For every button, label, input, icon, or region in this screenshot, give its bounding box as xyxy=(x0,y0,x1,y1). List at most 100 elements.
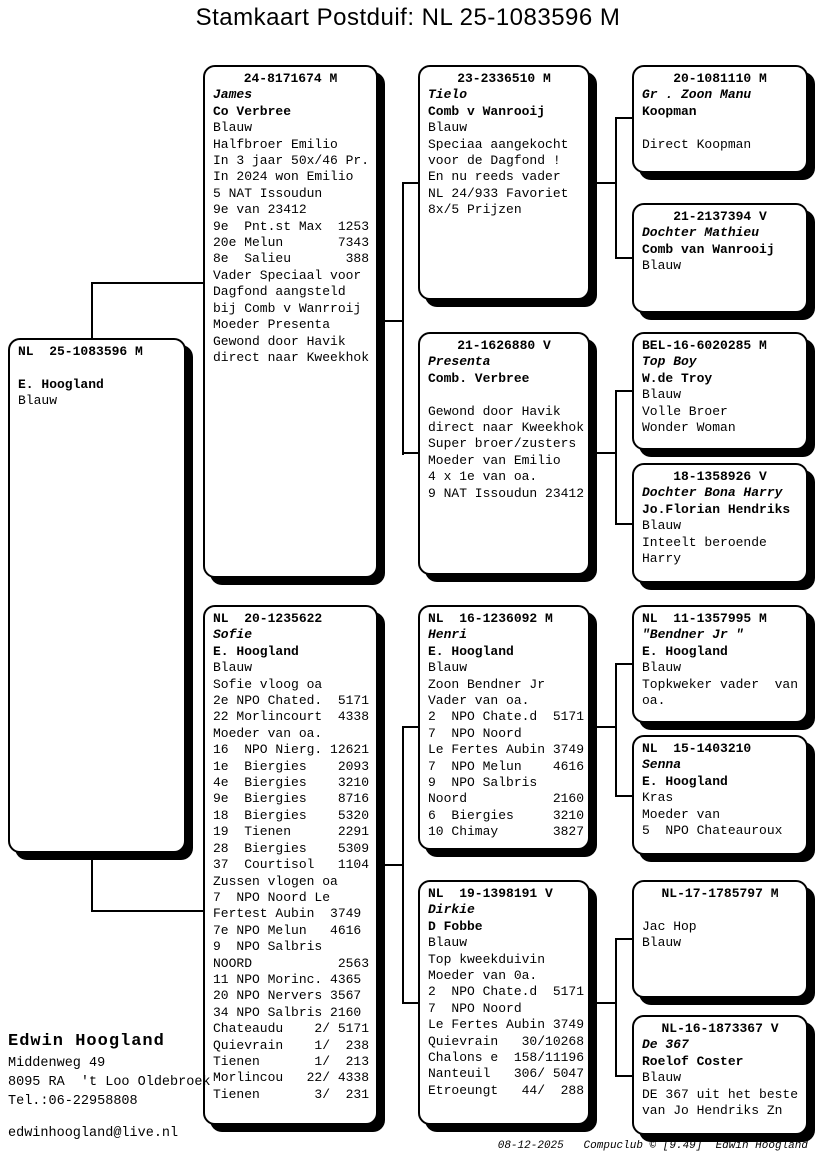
pedigree-connector-line xyxy=(404,452,418,454)
pedigree-line xyxy=(420,387,588,403)
pedigree-line: Blauw xyxy=(18,393,58,409)
pedigree-line: Blauw xyxy=(428,120,468,136)
ring-number: NL 25-1083596 M xyxy=(18,344,143,359)
pedigree-line: D Fobbe xyxy=(428,918,483,934)
pedigree-connector-line xyxy=(404,1002,418,1004)
pedigree-line: 8e Salieu 388 xyxy=(213,251,370,267)
pedigree-line: En nu reeds vader xyxy=(428,169,561,185)
pedigree-line: E. Hoogland xyxy=(428,643,514,659)
pedigree-line: W.de Troy xyxy=(642,370,713,386)
pedigree-line: Chalons e 158/11196 xyxy=(428,1050,585,1066)
pedigree-line: James xyxy=(213,87,253,103)
ring-number: BEL-16-6020285 M xyxy=(642,338,767,353)
pedigree-line: E. Hoogland xyxy=(213,643,299,659)
pedigree-line: Moeder Presenta xyxy=(213,317,331,333)
pedigree-line: "Bendner Jr " xyxy=(642,627,744,643)
pedigree-line: 7 NPO Noord xyxy=(428,1000,522,1016)
pedigree-line: Tielo xyxy=(428,87,468,103)
ring-number: NL 16-1236092 M xyxy=(428,611,553,626)
pedigree-line: NL 24/933 Favoriet xyxy=(428,185,569,201)
pedigree-line: 2e NPO Chated. 5171 xyxy=(213,693,370,709)
pedigree-line: 9e Biergies 8716 xyxy=(213,791,370,807)
pedigree-line: 28 Biergies 5309 xyxy=(213,840,370,856)
pedigree-line: 9 NPO Salbris xyxy=(213,939,323,955)
pedigree-line: 9 NAT Issoudun 23412 xyxy=(428,485,585,501)
pedigree-connector-line xyxy=(617,117,632,119)
pedigree-line: Comb v Wanrooij xyxy=(428,103,546,119)
pedigree-connector-line xyxy=(91,282,203,284)
ring-number: NL-17-1785797 M xyxy=(661,886,779,901)
ring-number: NL 11-1357995 M xyxy=(642,611,767,626)
pedigree-line: Tienen 1/ 213 xyxy=(213,1053,370,1069)
pedigree-connector-line xyxy=(377,864,403,866)
pedigree-line: Gr . Zoon Manu xyxy=(642,87,752,103)
ring-number: 18-1358926 V xyxy=(673,469,767,484)
pedigree-line: Speciaa aangekocht xyxy=(428,136,569,152)
pedigree-line: Moeder van oa. xyxy=(213,725,323,741)
pedigree-connector-line xyxy=(404,182,418,184)
pedigree-connector-line xyxy=(617,390,632,392)
pedigree-line: 20e Melun 7343 xyxy=(213,235,370,251)
pedigree-line xyxy=(10,360,184,376)
ring-number: 23-2336510 M xyxy=(457,71,551,86)
ring-number: NL-16-1873367 V xyxy=(661,1021,779,1036)
owner-email: edwinhoogland@live.nl xyxy=(8,1126,179,1141)
pedigree-line: NOORD 2563 xyxy=(213,955,370,971)
pedigree-line: Vader van oa. xyxy=(428,693,530,709)
pedigree-line: Inteelt beroende xyxy=(642,534,767,550)
pedigree-line: Blauw xyxy=(213,120,253,136)
pedigree-line: Harry xyxy=(642,551,682,567)
pedigree-line: 10 Chimay 3827 xyxy=(428,824,585,840)
pedigree-connector-line xyxy=(91,282,93,340)
pedigree-line: Topkweker vader van xyxy=(642,676,799,692)
pedigree-line: Zussen vlogen oa xyxy=(213,873,338,889)
pedigree-line: Fertest Aubin 3749 xyxy=(213,906,362,922)
pedigree-line: Senna xyxy=(642,757,682,773)
pedigree-connector-line xyxy=(617,257,632,259)
pedigree-line xyxy=(634,902,806,918)
pedigree-line: voor de Dagfond ! xyxy=(428,153,561,169)
pedigree-line: 8x/5 Prijzen xyxy=(428,202,522,218)
pedigree-line: Blauw xyxy=(642,1070,682,1086)
pedigree-line: Blauw xyxy=(213,660,253,676)
pedigree-line: Jac Hop xyxy=(642,918,697,934)
owner-name: Edwin Hoogland xyxy=(8,1032,165,1051)
pedigree-line: Comb. Verbree xyxy=(428,370,530,386)
pedigree-connector-line xyxy=(590,1002,617,1004)
pedigree-line: Dochter Mathieu xyxy=(642,225,760,241)
pedigree-line: Vader Speciaal voor xyxy=(213,267,362,283)
pedigree-line: Top kweekduivin xyxy=(428,951,546,967)
pedigree-line: Henri xyxy=(428,627,468,643)
pedigree-line: Dirkie xyxy=(428,902,475,918)
pedigree-connector-line xyxy=(615,663,617,797)
pedigree-connector-line xyxy=(404,726,418,728)
pedigree-line: direct naar Kweekhok xyxy=(428,420,585,436)
ring-number: 24-8171674 M xyxy=(243,71,338,86)
ring-number: NL 20-1235622 xyxy=(213,611,323,626)
pedigree-line: E. Hoogland xyxy=(642,643,728,659)
pedigree-line: Tienen 3/ 231 xyxy=(213,1086,370,1102)
pedigree-line: Le Fertes Aubin 3749 xyxy=(428,1017,585,1033)
pedigree-connector-line xyxy=(91,910,203,912)
pedigree-line: Gewond door Havik xyxy=(428,403,561,419)
pedigree-line: Top Boy xyxy=(642,354,697,370)
pedigree-line: Blauw xyxy=(642,518,682,534)
pedigree-connector-line xyxy=(615,390,617,525)
pedigree-line: E. Hoogland xyxy=(18,376,104,392)
pedigree-line: 4 x 1e van oa. xyxy=(428,469,538,485)
pedigree-line: 16 NPO Nierg. 12621 xyxy=(213,742,370,758)
owner-address-line: Middenweg 49 xyxy=(8,1056,106,1071)
pedigree-line: Moeder van xyxy=(642,806,721,822)
pedigree-line: 34 NPO Salbris 2160 xyxy=(213,1004,362,1020)
pedigree-connector-line xyxy=(590,726,617,728)
pedigree-line: Kras xyxy=(642,790,674,806)
pedigree-line: 6 Biergies 3210 xyxy=(428,807,585,823)
